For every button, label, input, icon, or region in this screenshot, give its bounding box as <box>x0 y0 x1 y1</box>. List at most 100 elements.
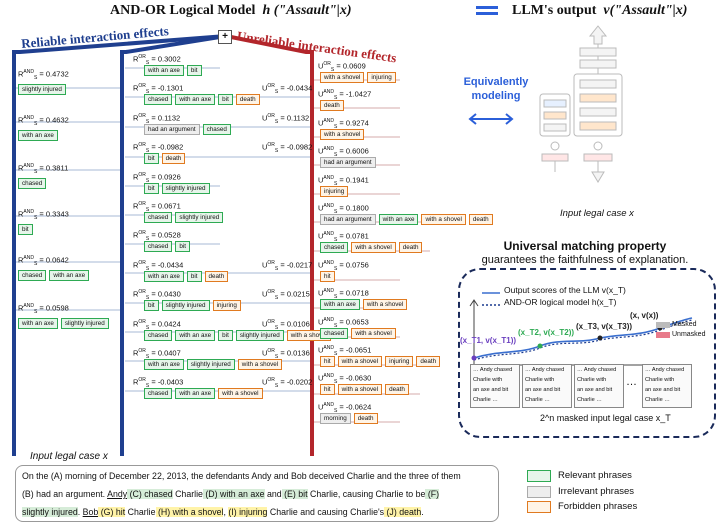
or-score-label: RORS = 0.0430 <box>133 289 181 302</box>
relevant-phrase-chip: with an axe <box>49 270 90 281</box>
or-score-label: RORS = 0.1132 <box>133 112 181 125</box>
ump-subtitle: guarantees the faithfulness of explanati… <box>481 254 689 266</box>
phrase-group: bit <box>18 224 33 235</box>
unreliable-or-score-label: UORS = -0.0202 <box>262 377 313 390</box>
legal-case-line-2: (B) had an argument. Andy (C) chased Cha… <box>22 485 492 503</box>
title-left: AND-OR Logical Model h ("Assault"|x) <box>110 3 352 18</box>
legal-case-title: Input legal case x <box>30 451 108 462</box>
relevant-phrase-chip: slightly injured <box>161 182 210 194</box>
legend-irrelevant-swatch <box>527 486 551 498</box>
phrase-group: death <box>320 100 344 112</box>
unreliable-score-label: UANDS = -0.0624 <box>318 401 372 414</box>
unreliable-score-label: UANDS = 0.0756 <box>318 259 369 272</box>
relevant-phrase-chip: chased <box>144 94 173 106</box>
unreliable-or-score-label: UORS = -0.0982 <box>262 142 313 155</box>
relevant-phrase: (E) bit <box>281 489 308 499</box>
point-label-1: (x_T1, v(x_T1)) <box>460 336 517 345</box>
or-score-label: RORS = 0.0528 <box>133 230 181 243</box>
forbidden-phrase-chip: with a shovel <box>421 214 466 225</box>
case-text: Charlie, causing Charlie to be <box>307 489 426 499</box>
and-score-label: RANDS = 0.4632 <box>18 115 69 127</box>
ump-panel <box>458 268 716 438</box>
forbidden-phrase-chip: with a shovel <box>337 384 383 396</box>
unreliable-score-label: UANDS = -0.0651 <box>318 345 372 357</box>
forbidden-phrase-chip: with a shovel <box>218 388 263 400</box>
or-score-label: RORS = -0.1301 <box>133 83 184 96</box>
phrase-group: slightly injured <box>18 84 66 95</box>
unreliable-score-label: UANDS = 0.0653 <box>318 316 369 329</box>
or-score-label: RORS = -0.0982 <box>133 142 184 155</box>
and-score-label: RANDS = 0.4732 <box>18 69 69 81</box>
masked-caption: 2^n masked input legal case x_T <box>540 413 671 423</box>
relevant-phrase-chip: bit <box>186 65 202 76</box>
relevant-phrase-chip: chased <box>144 329 173 341</box>
masked-legend: Masked <box>672 321 697 328</box>
forbidden-phrase-chip: injuring <box>320 185 349 197</box>
forbidden-phrase-chip: death <box>398 242 423 254</box>
unreliable-or-score-label: UORS = -0.0217 <box>262 259 313 272</box>
phrase-group: injuring <box>320 185 349 197</box>
or-score-label: RORS = -0.0403 <box>133 377 184 390</box>
legend-andor-model: AND-OR logical model h(x_T) <box>504 297 617 307</box>
forbidden-phrase-chip: hit <box>320 356 335 367</box>
forbidden-phrase-chip: with a shovel <box>351 242 396 254</box>
forbidden-phrase: (J) death <box>384 507 422 517</box>
legend-relevant-label: Relevant phrases <box>558 470 632 481</box>
and-score-label: RANDS = 0.3343 <box>18 209 69 221</box>
unreliable-score-label: UANDS = 0.0718 <box>318 288 369 301</box>
unreliable-score-label: UANDS = 0.1941 <box>318 174 369 187</box>
forbidden-phrase-chip: injuring <box>385 356 414 367</box>
ellipsis: … <box>626 376 637 388</box>
legal-case-line-3: slightly injured. Bob (G) hit Charlie (H… <box>22 503 492 521</box>
root-plus-node: + <box>218 30 232 44</box>
forbidden-phrase-chip: with a shovel <box>320 128 365 140</box>
relevant-phrase-chip: chased <box>320 327 349 339</box>
unreliable-or-score-label: UORS = 0.0136 <box>262 348 310 360</box>
and-score-label: RANDS = 0.3811 <box>18 163 69 175</box>
relevant-phrase-chip: bit <box>18 224 33 235</box>
relevant-phrase: (F) <box>425 489 440 499</box>
case-text: Charlie <box>125 507 156 517</box>
unreliable-score-label: UORS = 0.0609 <box>318 61 366 73</box>
or-score-label: RORS = 0.3002 <box>133 54 181 66</box>
relevant-phrase-chip: with an axe <box>18 318 58 329</box>
relevant-phrase: (C) chased <box>127 489 173 499</box>
relevant-phrase-chip: with an axe <box>175 94 216 106</box>
relevant-phrase-chip: bit <box>218 329 233 341</box>
forbidden-phrase-chip: with a shovel <box>237 359 283 370</box>
unmasked-legend: Unmasked <box>672 331 706 338</box>
relevant-phrase-chip: slightly injured <box>60 318 109 329</box>
unreliable-score-label: UANDS = 0.6006 <box>318 146 369 159</box>
and-score-label: RANDS = 0.0598 <box>18 303 69 315</box>
forbidden-phrase-chip: injuring <box>367 72 396 83</box>
relevant-phrase-chip: bit <box>144 300 159 312</box>
or-score-label: RORS = 0.0424 <box>133 318 181 331</box>
ump-title: Universal matching property <box>503 239 667 253</box>
case-text: Charlie <box>172 489 203 499</box>
irrelevant-phrase-chip: had an argument <box>144 123 200 135</box>
legend-relevant-swatch <box>527 470 551 482</box>
unreliable-or-score-label: UORS = 0.1132 <box>262 112 310 125</box>
relevant-phrase-chip: chased <box>18 178 47 189</box>
forbidden-phrase-chip: death <box>204 270 229 282</box>
case-text: Bob <box>82 507 99 517</box>
relevant-phrase-chip: bit <box>186 270 202 282</box>
relevant-phrase-chip: with an axe <box>320 299 360 311</box>
relevant-phrase-chip: chased <box>18 270 47 281</box>
transformer-diagram-icon <box>539 25 623 183</box>
